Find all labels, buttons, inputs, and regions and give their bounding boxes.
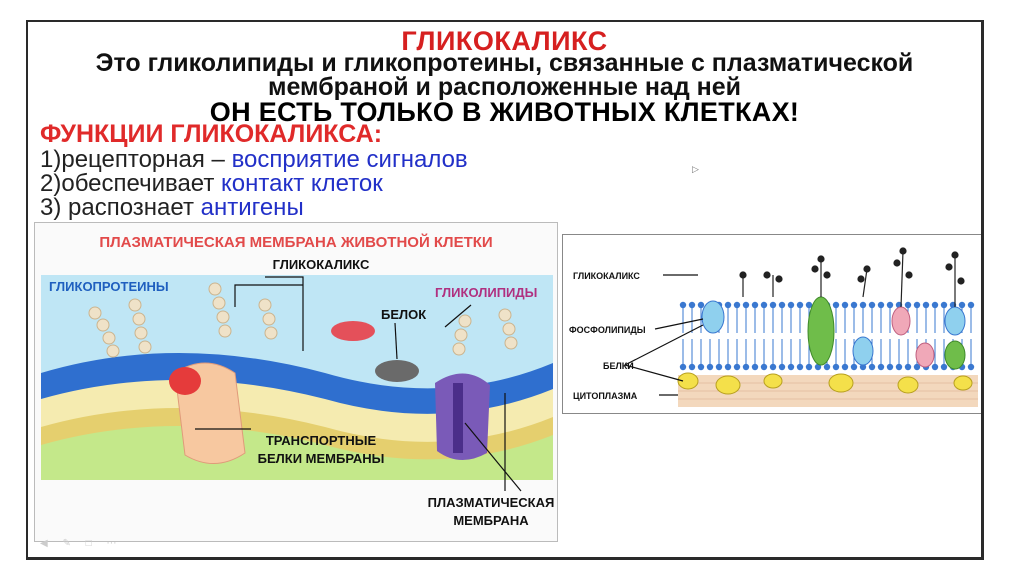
phospholipid-head	[851, 364, 857, 370]
protein-pink-1	[892, 307, 910, 335]
phospholipid-head	[716, 364, 722, 370]
phospholipid-head	[932, 302, 938, 308]
label-glycocalyx: ГЛИКОКАЛИКС	[273, 257, 370, 272]
phospholipid-head	[923, 302, 929, 308]
protein-blue-1	[702, 301, 724, 333]
phospholipid-head	[878, 364, 884, 370]
phospholipid-head	[842, 364, 848, 370]
phospholipid-head	[869, 364, 875, 370]
slide-controls[interactable]: ◀ ✎ □ ⋯	[40, 538, 122, 549]
label-transport-2: БЕЛКИ МЕМБРАНЫ	[258, 451, 385, 466]
label-membrane-2: МЕМБРАНА	[453, 513, 529, 528]
function-number: 3)	[40, 194, 61, 221]
phospholipid-head	[680, 302, 686, 308]
grey-protein	[375, 360, 419, 382]
phospholipid-head	[788, 302, 794, 308]
function-highlight: антигены	[201, 194, 304, 221]
phospholipid-head	[932, 364, 938, 370]
phospholipid-head	[689, 302, 695, 308]
phospholipid-head	[698, 302, 704, 308]
phospholipid-head	[770, 302, 776, 308]
function-text: обеспечивает	[61, 170, 221, 197]
phospholipid-head	[770, 364, 776, 370]
phospholipid-head	[797, 302, 803, 308]
protein-red-part	[169, 367, 201, 395]
phospholipid-head	[869, 302, 875, 308]
phospholipid-head	[941, 364, 947, 370]
phospholipid-head	[689, 364, 695, 370]
phospholipid-head	[734, 302, 740, 308]
label-protein: БЕЛОК	[381, 307, 426, 322]
phospholipid-head	[887, 364, 893, 370]
free-protein	[331, 321, 375, 341]
figure-title: ПЛАЗМАТИЧЕСКАЯ МЕМБРАНА ЖИВОТНОЙ КЛЕТКИ	[99, 233, 492, 251]
protein-blue-2	[853, 337, 873, 365]
phospholipid-head	[905, 302, 911, 308]
phospholipid-head	[725, 364, 731, 370]
function-text: распознает	[61, 194, 200, 221]
mouse-cursor-icon: ▷	[692, 164, 699, 175]
phospholipid-head	[779, 302, 785, 308]
glycan-antennae	[740, 248, 964, 307]
phospholipid-head	[680, 364, 686, 370]
label-proteins: БЕЛКИ	[603, 361, 634, 371]
phospholipid-head	[698, 364, 704, 370]
phospholipid-head	[968, 364, 974, 370]
phospholipid-head	[941, 302, 947, 308]
phospholipid-head	[860, 302, 866, 308]
protein-green-2	[945, 341, 965, 369]
phospholipid-head	[824, 364, 830, 370]
phospholipid-head	[905, 364, 911, 370]
protein-pink-2	[916, 343, 934, 367]
label-cytoplasm: ЦИТОПЛАЗМА	[573, 391, 638, 401]
phospholipid-head	[797, 364, 803, 370]
function-number: 1)	[40, 146, 61, 173]
phospholipid-head	[968, 302, 974, 308]
phospholipid-head	[725, 302, 731, 308]
phospholipid-head	[707, 364, 713, 370]
protein-green-1	[808, 297, 834, 365]
phospholipid-head	[761, 302, 767, 308]
phospholipid-head	[752, 302, 758, 308]
phospholipid-head	[842, 302, 848, 308]
phospholipid-head	[734, 364, 740, 370]
phospholipid-head	[896, 364, 902, 370]
function-text: рецепторная –	[61, 146, 231, 173]
phospholipid-head	[833, 302, 839, 308]
animal-membrane-figure: ПЛАЗМАТИЧЕСКАЯ МЕМБРАНА ЖИВОТНОЙ КЛЕТКИ	[34, 222, 558, 542]
label-transport-1: ТРАНСПОРТНЫЕ	[266, 433, 377, 448]
label-glycoproteins: ГЛИКОПРОТЕИНЫ	[49, 279, 169, 294]
phospholipid-head	[788, 364, 794, 370]
channel-pore	[453, 383, 463, 453]
label-phospholipids: ФОСФОЛИПИДЫ	[569, 325, 646, 335]
phospholipid-head	[887, 302, 893, 308]
phospholipid-head	[914, 302, 920, 308]
phospholipid-head	[806, 364, 812, 370]
phospholipid-head	[851, 302, 857, 308]
label-glycolipids: ГЛИКОЛИПИДЫ	[435, 285, 537, 300]
label-glycocalyx-schematic: ГЛИКОКАЛИКС	[573, 271, 640, 281]
label-membrane-1: ПЛАЗМАТИЧЕСКАЯ	[428, 495, 555, 510]
phospholipid-head	[878, 302, 884, 308]
phospholipid-head	[743, 302, 749, 308]
phospholipid-head	[761, 364, 767, 370]
function-item-3: 3) распознает антигены	[40, 194, 304, 222]
phospholipid-head	[959, 302, 965, 308]
functions-heading: ФУНКЦИИ ГЛИКОКАЛИКСА:	[40, 120, 382, 149]
protein-blue-3	[945, 307, 965, 335]
phospholipid-head	[779, 364, 785, 370]
membrane-illustration: ПЛАЗМАТИЧЕСКАЯ МЕМБРАНА ЖИВОТНОЙ КЛЕТКИ	[35, 223, 557, 541]
glycocalyx-schematic-figure: ГЛИКОКАЛИКС ФОСФОЛИПИДЫ БЕЛКИ ЦИТОПЛАЗМА	[562, 234, 982, 414]
function-number: 2)	[40, 170, 61, 197]
function-highlight: восприятие сигналов	[232, 146, 468, 173]
phospholipid-head	[833, 364, 839, 370]
schematic-illustration: ГЛИКОКАЛИКС ФОСФОЛИПИДЫ БЕЛКИ ЦИТОПЛАЗМА	[563, 235, 981, 413]
phospholipid-head	[743, 364, 749, 370]
function-highlight: контакт клеток	[221, 170, 383, 197]
phospholipid-head	[752, 364, 758, 370]
slide: ГЛИКОКАЛИКС Это гликолипиды и гликопроте…	[26, 20, 984, 560]
